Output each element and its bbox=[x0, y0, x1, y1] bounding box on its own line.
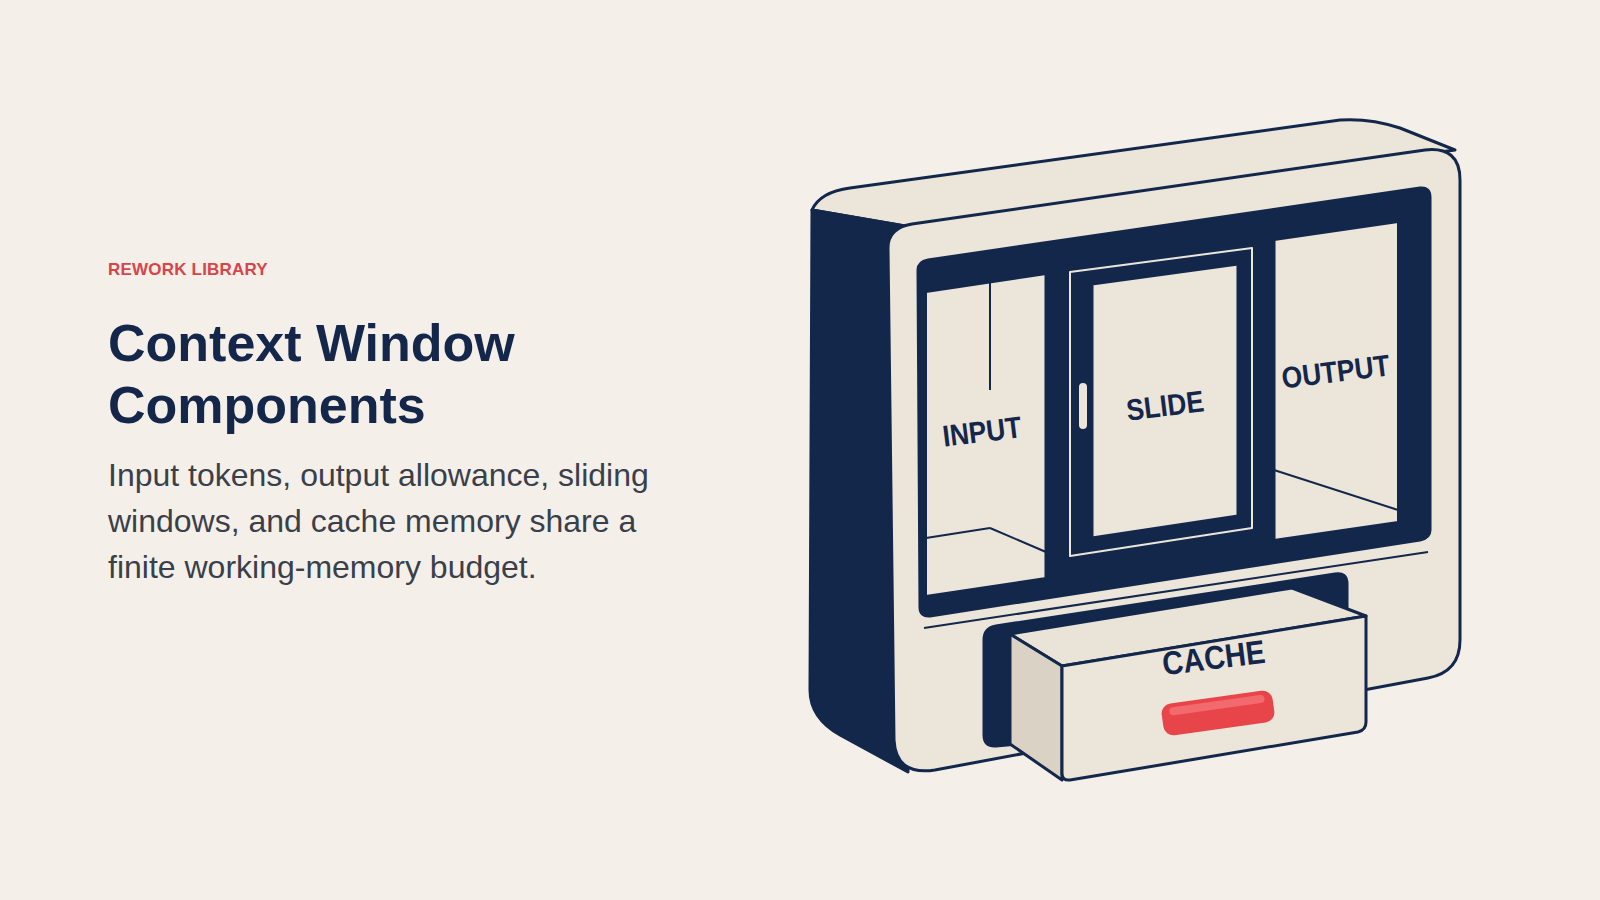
kicker-label: REWORK LIBRARY bbox=[108, 260, 268, 280]
node-text: INPUT bbox=[941, 410, 1024, 453]
slide-panel-inner bbox=[1092, 264, 1238, 538]
drawer-handle bbox=[1160, 689, 1275, 736]
drawer-front bbox=[1062, 616, 1366, 780]
drawer-handle-shine bbox=[1169, 694, 1265, 715]
drawer-side bbox=[1010, 634, 1062, 780]
housing-front bbox=[888, 150, 1460, 771]
slide-handle bbox=[1078, 382, 1088, 430]
node-text: OUTPUT bbox=[1280, 349, 1392, 396]
title: Context Window Components bbox=[108, 312, 628, 436]
depth-line bbox=[1274, 470, 1398, 510]
depth-line bbox=[926, 528, 990, 538]
slide-panel bbox=[1070, 248, 1252, 556]
depth-line bbox=[990, 528, 1046, 552]
input-compartment bbox=[926, 274, 1046, 596]
cache-drawer-label: CACHE bbox=[1149, 633, 1278, 683]
depth-line bbox=[989, 283, 991, 390]
input-compartment-label: INPUT bbox=[931, 409, 1033, 455]
slide-frame bbox=[1046, 238, 1274, 582]
window-frame bbox=[918, 188, 1430, 616]
node-text: SLIDE bbox=[1125, 384, 1206, 427]
output-compartment bbox=[1274, 222, 1398, 540]
caption: Input tokens, output allowance, sliding … bbox=[108, 452, 708, 590]
output-compartment-label: OUTPUT bbox=[1268, 349, 1403, 395]
node-text: CACHE bbox=[1160, 633, 1267, 683]
slide-panel-label: SLIDE bbox=[1115, 383, 1215, 429]
